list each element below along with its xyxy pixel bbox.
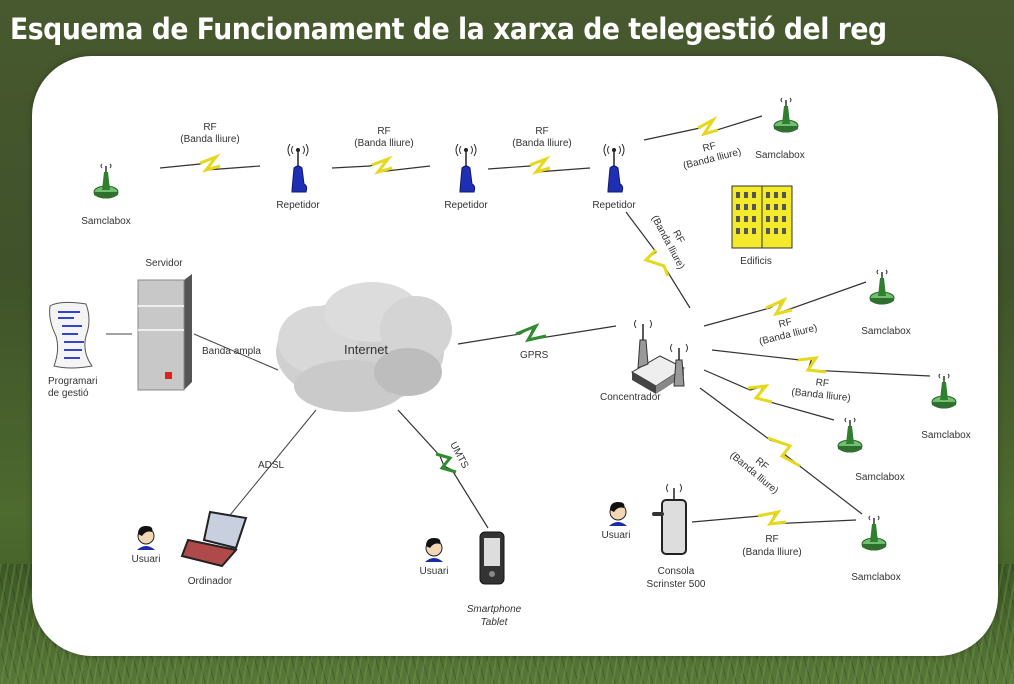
- software-document-icon: [49, 301, 93, 369]
- rf-link-concentrador-samclabox4: [711, 349, 931, 377]
- samclabox-1-label: Samclabox: [81, 216, 130, 227]
- samclabox-2-label: Samclabox: [755, 150, 804, 161]
- router-icon: [631, 319, 688, 394]
- smartphone-label: Smartphone: [467, 604, 522, 615]
- samclabox-5-label: Samclabox: [855, 472, 904, 483]
- repetidor-3-label: Repetidor: [592, 200, 636, 211]
- banda-lliure-label: (Banda lliure): [791, 387, 851, 404]
- rf-label: RF: [203, 122, 216, 133]
- ordinador-label: Ordinador: [188, 576, 233, 587]
- gprs-label: GPRS: [520, 350, 549, 361]
- banda-lliure-label: (Banda lliure): [728, 450, 781, 497]
- rf-label: RF: [535, 126, 548, 137]
- concentrador-label: Concentrador: [600, 392, 661, 403]
- adsl-link: [225, 409, 317, 521]
- tablet-label: Tablet: [481, 617, 509, 628]
- banda-ampla-link: [193, 333, 279, 371]
- samclabox-icon: [773, 97, 799, 134]
- gprs-link: [457, 323, 617, 345]
- umts-link: [397, 409, 489, 529]
- rf-link-repetidor2-repetidor3: [487, 155, 591, 175]
- umts-label: UMTS: [447, 440, 470, 470]
- samclabox-icon: [931, 373, 957, 410]
- internet-label: Internet: [344, 342, 388, 357]
- page-title: Esquema de Funcionament de la xarxa de t…: [10, 12, 887, 46]
- samclabox-6-label: Samclabox: [851, 572, 900, 583]
- banda-lliure-label: (Banda lliure): [512, 138, 571, 149]
- repetidor-icon: [455, 143, 477, 193]
- banda-lliure-label: (Banda lliure): [180, 134, 239, 145]
- consola-label-1: Consola: [658, 566, 695, 577]
- edificis-label: Edificis: [740, 256, 772, 267]
- console-device-icon: [652, 483, 687, 555]
- server-icon: [137, 274, 192, 391]
- repetidor-icon: [603, 143, 625, 193]
- rf-label: RF: [702, 141, 718, 155]
- user-avatar-icon: [609, 502, 627, 526]
- rf-link-consola-samclabox6: [691, 509, 857, 526]
- banda-lliure-label: (Banda lliure): [742, 547, 801, 558]
- rf-label: RF: [815, 377, 829, 389]
- samclabox-4-label: Samclabox: [921, 430, 970, 441]
- rf-link-repetidor3-samclabox2: [643, 115, 763, 141]
- adsl-label: ADSL: [258, 460, 285, 471]
- laptop-icon: [180, 510, 248, 568]
- samclabox-3-label: Samclabox: [861, 326, 910, 337]
- smartphone-icon: [479, 531, 505, 585]
- consola-label-2: Scrinster 500: [647, 579, 706, 590]
- programari-label-1: Programari: [48, 376, 97, 387]
- usuari-2-label: Usuari: [420, 566, 449, 577]
- rf-link-repetidor1-repetidor2: [331, 155, 431, 175]
- repetidor-icon: [287, 143, 309, 193]
- usuari-3-label: Usuari: [602, 530, 631, 541]
- rf-link-samclabox1-repetidor1: [159, 153, 261, 173]
- rf-link-concentrador-samclabox6: [699, 387, 863, 515]
- samclabox-icon: [861, 515, 887, 552]
- buildings-icon: [731, 185, 793, 249]
- usuari-1-label: Usuari: [132, 554, 161, 565]
- banda-lliure-label: (Banda lliure): [354, 138, 413, 149]
- rf-link-concentrador-samclabox3: [703, 281, 867, 327]
- repetidor-1-label: Repetidor: [276, 200, 320, 211]
- programari-label-2: de gestió: [48, 388, 89, 399]
- rf-label: RF: [778, 317, 794, 331]
- user-avatar-icon: [425, 538, 443, 562]
- samclabox-icon: [869, 269, 895, 306]
- internet-cloud-icon: [276, 282, 452, 412]
- user-avatar-icon: [137, 526, 155, 550]
- samclabox-icon: [837, 417, 863, 454]
- rf-label: RF: [377, 126, 390, 137]
- samclabox-icon: [93, 163, 119, 200]
- banda-ampla-label: Banda ampla: [202, 346, 261, 357]
- servidor-label: Servidor: [145, 258, 183, 269]
- repetidor-2-label: Repetidor: [444, 200, 488, 211]
- rf-link-repetidor3-concentrador: [625, 211, 691, 309]
- rf-link-concentrador-samclabox5: [703, 369, 835, 421]
- rf-label: RF: [765, 534, 778, 545]
